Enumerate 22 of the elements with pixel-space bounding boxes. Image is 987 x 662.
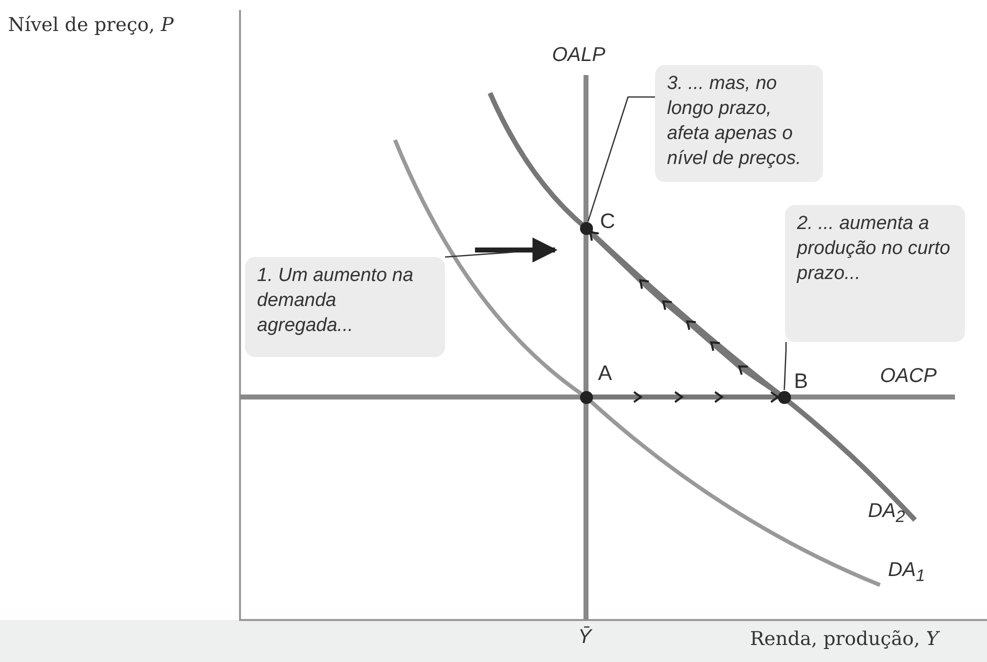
- point-label: C: [600, 210, 616, 234]
- point-label: A: [598, 362, 612, 386]
- curve-label: OALP: [552, 44, 606, 67]
- point-label: B: [794, 370, 808, 394]
- callout-box: [785, 205, 965, 342]
- callout-text: 1. Um aumento na demanda agregada...: [257, 265, 414, 336]
- leader-line: [784, 342, 787, 390]
- leader-line: [444, 251, 516, 258]
- callout-text: 3. ... mas, no longo prazo, afeta apenas o nível de preços.: [667, 73, 802, 169]
- leader-line: [587, 96, 655, 222]
- axis-title: Renda, produção, Y: [750, 628, 938, 650]
- movement-arrow: [593, 391, 778, 403]
- movement-arrow: [589, 231, 780, 396]
- curve-label: OACP: [880, 365, 937, 388]
- curve-label: DA$_{1}$: [888, 559, 926, 586]
- axis-title: Nível de preço, P: [8, 14, 174, 36]
- callout-box: [245, 257, 445, 357]
- callout-text: 2. ... aumenta a produção no curto prazo...: [797, 213, 950, 284]
- curve-label: DA$_{2}$: [868, 500, 906, 527]
- axis-tick-label: Ȳ: [578, 626, 592, 649]
- callout-box: [655, 65, 823, 182]
- point-dot: [778, 390, 790, 404]
